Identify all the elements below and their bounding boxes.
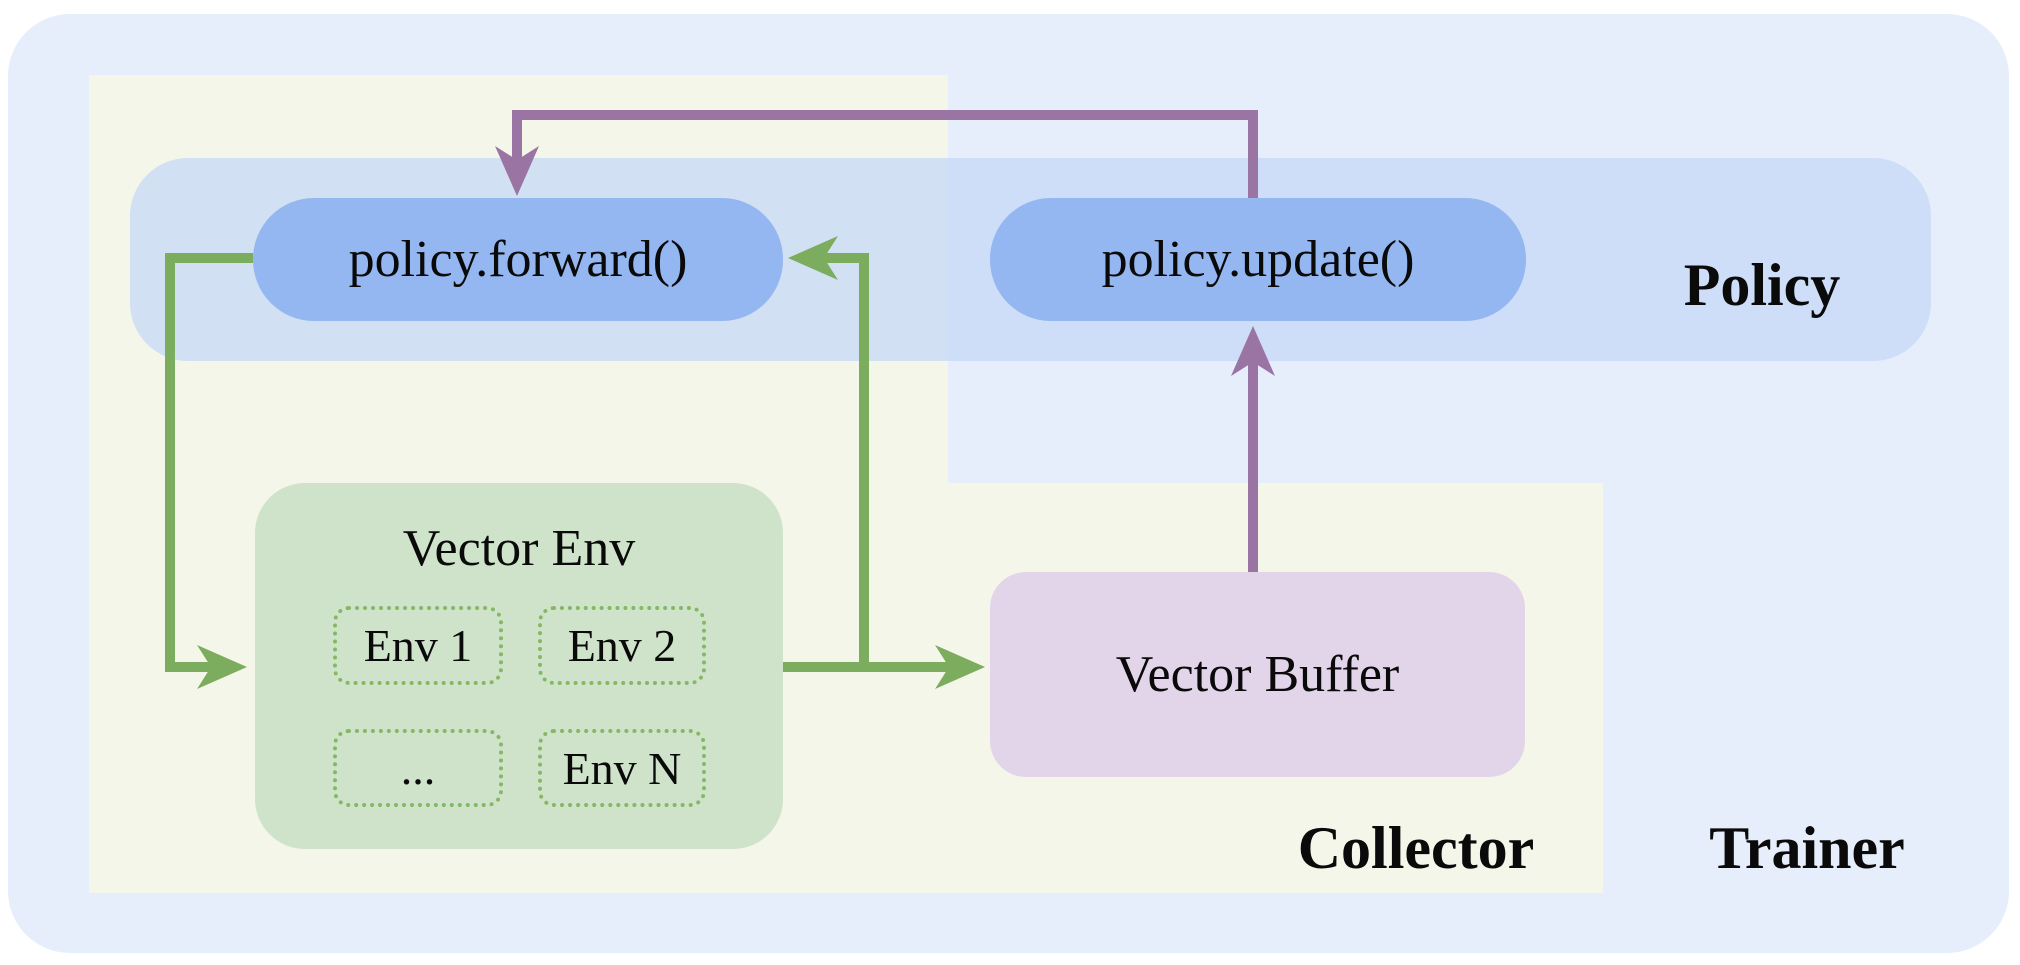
policy-forward-label: policy.forward() bbox=[348, 231, 688, 288]
policy-forward-node: policy.forward() bbox=[253, 198, 783, 321]
env-1-box: Env 1 bbox=[333, 606, 503, 685]
vector-env-box bbox=[255, 483, 783, 849]
vector-env-title: Vector Env bbox=[402, 520, 636, 577]
policy-label: Policy bbox=[1683, 252, 1841, 318]
trainer-label: Trainer bbox=[1709, 815, 1905, 881]
env-ellipsis-box: ... bbox=[333, 729, 503, 807]
env-2-box: Env 2 bbox=[538, 606, 706, 685]
policy-update-node: policy.update() bbox=[990, 198, 1526, 321]
env-ellipsis-label: ... bbox=[400, 742, 436, 794]
env-n-label: Env N bbox=[562, 742, 682, 794]
env-n-box: Env N bbox=[538, 729, 706, 807]
vector-buffer-box: Vector Buffer bbox=[990, 572, 1525, 777]
env-2-label: Env 2 bbox=[567, 620, 677, 671]
policy-update-label: policy.update() bbox=[1101, 231, 1415, 288]
env-1-label: Env 1 bbox=[363, 620, 473, 671]
vector-buffer-label: Vector Buffer bbox=[1115, 646, 1400, 703]
collector-label: Collector bbox=[1297, 815, 1535, 881]
